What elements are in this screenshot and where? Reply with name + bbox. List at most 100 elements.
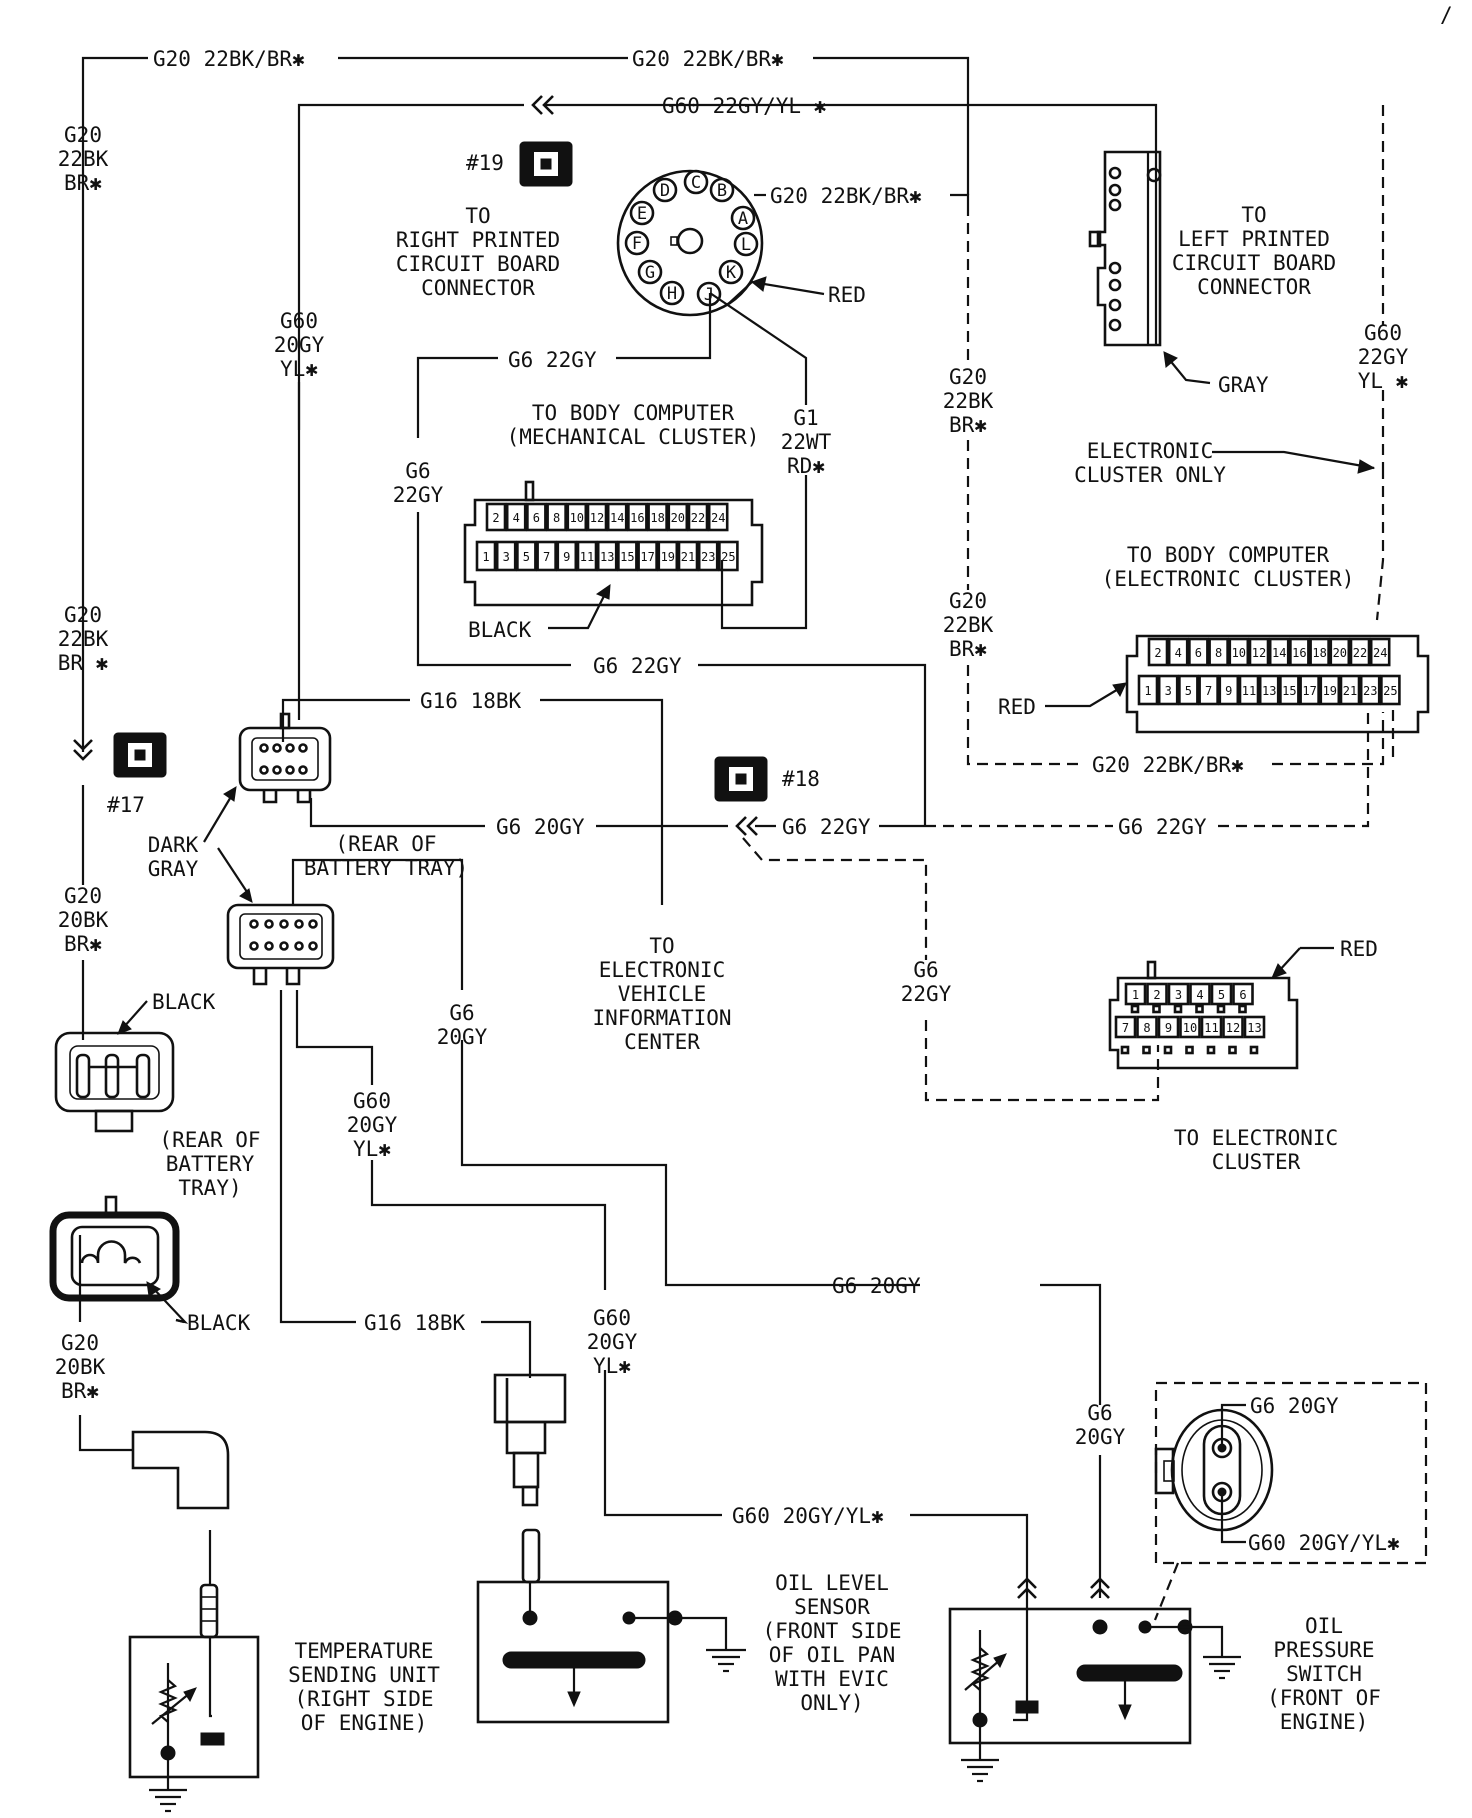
svg-text:18: 18	[1312, 646, 1326, 660]
svg-text:BLACK: BLACK	[187, 1311, 251, 1335]
cluster-latch	[1152, 1004, 1161, 1014]
svg-text:G60: G60	[1364, 321, 1402, 345]
svg-text:A: A	[738, 209, 748, 229]
svg-text:SENDING UNIT: SENDING UNIT	[288, 1663, 440, 1687]
elec-pin-23: 23	[1359, 674, 1381, 706]
svg-text:23: 23	[701, 550, 715, 564]
svg-text:20BK: 20BK	[58, 908, 109, 932]
svg-text:7: 7	[1205, 684, 1212, 698]
callout-oil-pressure: OIL PRESSURE SWITCH (FRONT OF ENGINE)	[1267, 1614, 1381, 1734]
svg-text:12: 12	[1252, 646, 1266, 660]
svg-text:G6: G6	[1087, 1401, 1112, 1425]
svg-text:19: 19	[1323, 684, 1337, 698]
inline-connector-upper	[238, 712, 332, 804]
svg-text:5: 5	[523, 550, 530, 564]
wire-label-top-left: G20 22BK/BR✱	[153, 47, 305, 71]
svg-text:RED: RED	[828, 283, 866, 307]
svg-text:7: 7	[1122, 1021, 1129, 1035]
elec-pin-16: 16	[1289, 637, 1310, 667]
svg-text:14: 14	[610, 511, 624, 525]
svg-text:12: 12	[1226, 1021, 1240, 1035]
svg-text:19: 19	[661, 550, 675, 564]
elec-pin-5: 5	[1178, 674, 1199, 706]
svg-text:G20: G20	[949, 589, 987, 613]
callout-rear-tray-top: (REAR OF BATTERY TRAY)	[304, 832, 468, 880]
svg-text:22GY: 22GY	[901, 982, 952, 1006]
round-pin-k: K	[718, 259, 744, 285]
svg-text:(REAR OF: (REAR OF	[159, 1128, 260, 1152]
svg-text:CIRCUIT BOARD: CIRCUIT BOARD	[396, 252, 560, 276]
svg-text:3: 3	[1165, 684, 1172, 698]
svg-text:4: 4	[1196, 988, 1203, 1002]
svg-text:TO: TO	[1241, 203, 1266, 227]
wire-label-g20-bottom-dashed: G20 22BK/BR✱	[1092, 753, 1244, 777]
elec-pin-7: 7	[1198, 674, 1219, 706]
svg-text:RIGHT PRINTED: RIGHT PRINTED	[396, 228, 560, 252]
round-pin-c: C	[683, 169, 709, 195]
cluster-latch	[1195, 1004, 1204, 1014]
svg-text:22GY: 22GY	[1358, 345, 1409, 369]
svg-text:16: 16	[1292, 646, 1306, 660]
wire-label-pressure-g6: G6 20GY	[1250, 1394, 1339, 1418]
cluster-latch	[1185, 1045, 1194, 1055]
svg-text:20GY: 20GY	[437, 1025, 488, 1049]
elec-pin-18: 18	[1309, 637, 1330, 667]
cluster-pin-11: 11	[1200, 1015, 1223, 1039]
cluster-pin-6: 6	[1232, 982, 1254, 1006]
mech-pin-2: 2	[485, 502, 507, 532]
svg-text:G1: G1	[793, 406, 818, 430]
wires-solid	[78, 56, 1158, 1598]
cluster-pin-4: 4	[1189, 982, 1211, 1006]
mech-pin-11: 11	[576, 540, 598, 572]
elec-pin-2: 2	[1147, 637, 1169, 667]
svg-text:TO: TO	[465, 204, 490, 228]
callout-left-pcb: TO LEFT PRINTED CIRCUIT BOARD CONNECTOR	[1172, 203, 1336, 299]
ref-badge-18: #18	[714, 756, 820, 802]
svg-text:17: 17	[1302, 684, 1316, 698]
page-marker: /	[1440, 3, 1453, 27]
svg-text:TO ELECTRONIC: TO ELECTRONIC	[1174, 1126, 1338, 1150]
cluster-pin-8: 8	[1136, 1015, 1158, 1039]
elec-pin-20: 20	[1329, 637, 1351, 667]
callout-temp-unit: TEMPERATURE SENDING UNIT (RIGHT SIDE OF …	[288, 1639, 440, 1735]
svg-text:10: 10	[1183, 1021, 1197, 1035]
svg-text:G20: G20	[64, 603, 102, 627]
svg-text:20: 20	[1333, 646, 1347, 660]
svg-text:8: 8	[1215, 646, 1222, 660]
svg-text:BR✱: BR✱	[61, 1379, 99, 1403]
cluster-pin-12: 12	[1222, 1015, 1244, 1039]
svg-text:ELECTRONIC: ELECTRONIC	[1087, 439, 1213, 463]
svg-text:20GY: 20GY	[587, 1330, 638, 1354]
svg-text:CENTER: CENTER	[624, 1030, 700, 1054]
elec-pin-14: 14	[1268, 637, 1290, 667]
elec-pin-8: 8	[1208, 637, 1229, 667]
svg-text:TO BODY COMPUTER: TO BODY COMPUTER	[532, 401, 735, 425]
svg-text:BR✱: BR✱	[949, 413, 987, 437]
svg-text:11: 11	[1204, 1021, 1218, 1035]
svg-text:D: D	[660, 181, 670, 201]
svg-text:10: 10	[1232, 646, 1246, 660]
svg-text:F: F	[632, 234, 642, 254]
svg-text:K: K	[726, 263, 737, 283]
elec-pin-19: 19	[1319, 674, 1341, 706]
svg-text:15: 15	[1282, 684, 1296, 698]
svg-text:22BK: 22BK	[943, 389, 994, 413]
svg-text:BR ✱: BR ✱	[58, 651, 109, 675]
mech-pin-3: 3	[495, 540, 517, 572]
svg-text:SWITCH: SWITCH	[1286, 1662, 1362, 1686]
svg-text:YL ✱: YL ✱	[1358, 369, 1409, 393]
round-pin-g: G	[637, 259, 663, 285]
temperature-sender	[128, 1430, 260, 1813]
oil-pressure-connector-inset	[1154, 1403, 1274, 1544]
cluster-pin-1: 1	[1124, 982, 1147, 1006]
svg-text:YL✱: YL✱	[353, 1137, 391, 1161]
mech-pin-22: 22	[687, 502, 709, 532]
ref-badge-17: #17	[107, 732, 167, 817]
callout-evic: TO ELECTRONIC VEHICLE INFORMATION CENTER	[592, 934, 731, 1054]
mech-pin-17: 17	[637, 540, 658, 572]
svg-text:(RIGHT SIDE: (RIGHT SIDE	[294, 1687, 433, 1711]
svg-text:TO: TO	[649, 934, 674, 958]
